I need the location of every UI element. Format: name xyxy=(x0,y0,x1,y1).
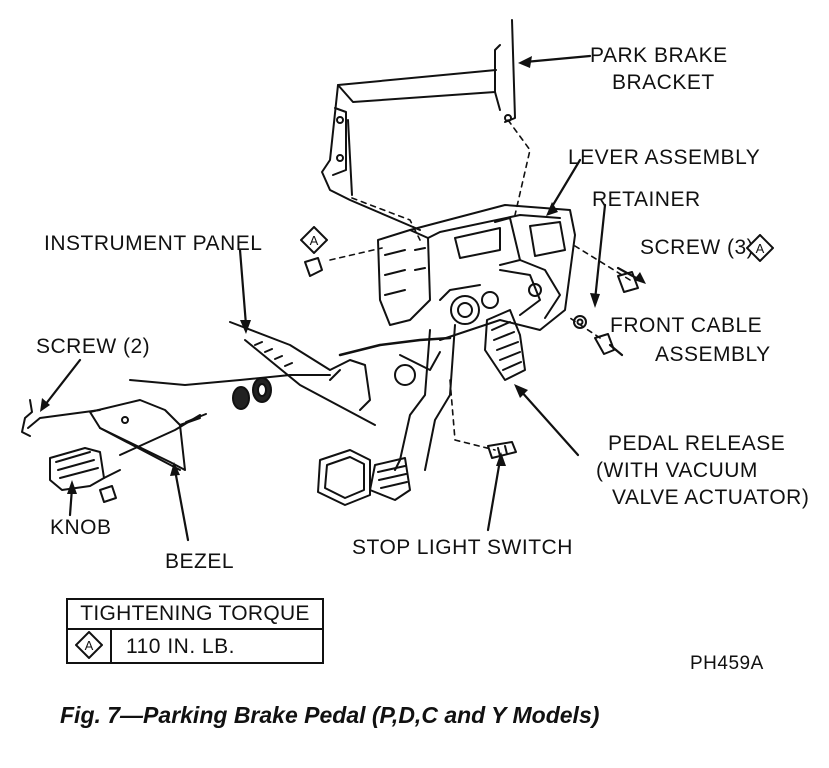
stop-light-switch-drawing xyxy=(487,441,517,459)
front-cable-label-line2: ASSEMBLY xyxy=(655,343,771,366)
stop-light-switch-label: STOP LIGHT SWITCH xyxy=(352,536,573,559)
torque-reference-mark-instrument-panel: A xyxy=(300,226,328,254)
screws-drawing xyxy=(99,257,639,503)
knob-drawing xyxy=(49,447,121,491)
figure-id: PH459A xyxy=(690,653,764,674)
torque-reference-mark-screw-3: A xyxy=(746,234,774,262)
arrow-heads xyxy=(40,56,646,494)
bezel-drawing xyxy=(89,399,186,471)
lever-assembly-drawing xyxy=(377,204,576,341)
bushings-drawing xyxy=(179,377,272,426)
diamond-a-icon: A xyxy=(746,234,774,262)
instrument-panel-drawing xyxy=(229,321,452,426)
park-brake-bracket-drawing xyxy=(321,19,516,231)
torque-table-header: TIGHTENING TORQUE xyxy=(68,600,322,630)
pedal-release-label-line3: VALVE ACTUATOR) xyxy=(612,486,810,509)
front-cable-label-line1: FRONT CABLE xyxy=(610,314,763,337)
diamond-a-icon: A xyxy=(75,631,103,659)
retainer-label: RETAINER xyxy=(592,188,701,211)
lever-assembly-label: LEVER ASSEMBLY xyxy=(568,146,761,169)
release-cable-drawing xyxy=(21,374,331,456)
pedal-release-label-line1: PEDAL RELEASE xyxy=(608,432,786,455)
park-brake-bracket-label-line2: BRACKET xyxy=(612,71,715,94)
bezel-label: BEZEL xyxy=(165,550,235,573)
knob-label: KNOB xyxy=(50,516,112,539)
diamond-a-text: A xyxy=(310,233,319,248)
torque-table-mark-text: A xyxy=(85,638,94,653)
pedal-arm-drawing xyxy=(317,309,526,506)
park-brake-bracket-label-line1: PARK BRAKE xyxy=(590,44,728,67)
pedal-release-label-line2: (WITH VACUUM xyxy=(596,459,758,482)
screw-3-label: SCREW (3) xyxy=(640,236,755,259)
tightening-torque-table: TIGHTENING TORQUE A 110 IN. LB. xyxy=(66,598,324,664)
torque-table-mark-cell: A xyxy=(68,630,112,662)
instrument-panel-label: INSTRUMENT PANEL xyxy=(44,232,263,255)
torque-table-value: 110 IN. LB. xyxy=(126,635,236,658)
diamond-a-icon: A xyxy=(300,226,328,254)
screw-2-label: SCREW (2) xyxy=(36,335,151,358)
diamond-a-text: A xyxy=(756,241,765,256)
figure-caption: Fig. 7—Parking Brake Pedal (P,D,C and Y … xyxy=(60,702,600,728)
leader-lines xyxy=(43,54,642,542)
